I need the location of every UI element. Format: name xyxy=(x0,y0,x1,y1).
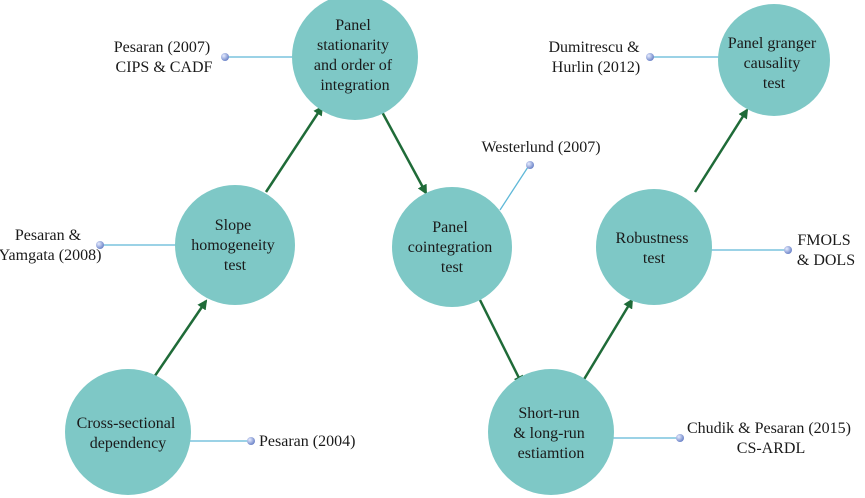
node-label: Robustness test xyxy=(616,230,693,267)
arrow-cross-to-slope xyxy=(146,299,208,387)
dot-pesaran-yamgata xyxy=(96,241,104,249)
dot-westerlund xyxy=(526,161,534,169)
node-robustness-test: Robustness test xyxy=(596,189,712,305)
dot-pesaran-2004 xyxy=(247,437,255,445)
node-circle xyxy=(392,187,512,307)
node-label: Panel granger causality test xyxy=(728,35,820,92)
reference-labels: Pesaran (2004) Pesaran & Yamgata (2008) … xyxy=(0,39,855,457)
node-circle xyxy=(175,185,295,305)
ref-pesaran-2004: Pesaran (2004) xyxy=(259,433,355,450)
node-short-long-run-estimation: Short-run & long-run estiamtion xyxy=(488,369,614,495)
dot-chudik-pesaran xyxy=(676,434,684,442)
node-circle xyxy=(718,4,830,116)
ref-dumitrescu-hurlin-2012: Dumitrescu & Hurlin (2012) xyxy=(548,39,643,76)
arrow-stationarity-to-cointegration xyxy=(379,109,428,195)
arrows xyxy=(146,105,749,387)
node-panel-stationarity: Panel stationarity and order of integrat… xyxy=(292,0,418,120)
dot-dumitrescu xyxy=(646,53,654,61)
node-label: Panel cointegration test xyxy=(408,219,496,276)
ref-westerlund-2007: Westerlund (2007) xyxy=(481,139,600,156)
node-circle xyxy=(65,369,191,495)
arrow-shortlong-to-robustness xyxy=(578,298,634,387)
connector-westerlund xyxy=(499,166,529,211)
arrow-slope-to-stationarity xyxy=(264,105,324,193)
reference-dots xyxy=(96,53,792,445)
reference-connectors xyxy=(102,56,786,442)
dot-fmols-dols xyxy=(784,246,792,254)
node-label: Short-run & long-run estiamtion xyxy=(513,405,589,462)
node-cross-sectional-dependency: Cross-sectional dependency xyxy=(65,369,191,495)
node-circle xyxy=(292,0,418,120)
node-label: Panel stationarity and order of integrat… xyxy=(314,17,396,94)
arrow-cointegration-to-shortlong xyxy=(478,299,524,386)
ref-chudik-pesaran-2015: Chudik & Pesaran (2015) CS-ARDL xyxy=(687,420,855,457)
node-slope-homogeneity-test: Slope homogeneity test xyxy=(175,185,295,305)
ref-pesaran-yamgata-2008: Pesaran & Yamgata (2008) xyxy=(0,227,101,264)
node-circle xyxy=(596,189,712,305)
arrow-robustness-to-granger xyxy=(693,108,749,193)
dot-pesaran-2007 xyxy=(221,53,229,61)
stage-nodes: Cross-sectional dependency Slope homogen… xyxy=(65,0,830,495)
node-label: Slope homogeneity test xyxy=(191,217,279,274)
ref-fmols-dols: FMOLS & DOLS xyxy=(797,232,855,269)
node-panel-cointegration-test: Panel cointegration test xyxy=(392,187,512,307)
node-panel-granger-causality-test: Panel granger causality test xyxy=(718,4,830,116)
ref-pesaran-2007: Pesaran (2007) CIPS & CADF xyxy=(114,39,214,76)
node-label: Cross-sectional dependency xyxy=(77,415,180,452)
node-circle xyxy=(488,369,614,495)
